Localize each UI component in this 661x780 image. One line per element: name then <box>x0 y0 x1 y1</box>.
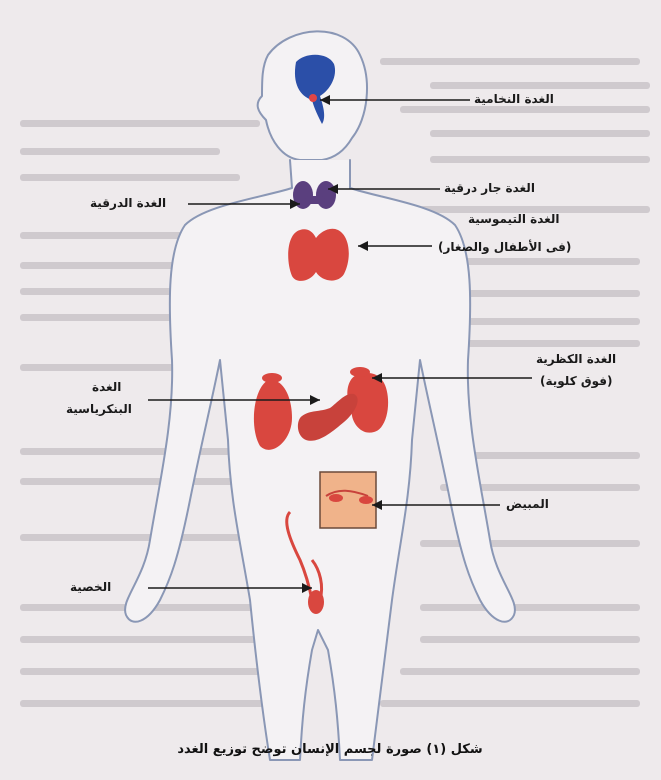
label-pancreas: الغدة <box>92 380 121 394</box>
label-ovary: المبيض <box>506 497 549 511</box>
body-outline <box>125 31 515 760</box>
label-parathyroid: الغدة جار درقية <box>444 181 535 195</box>
label-pituitary: الغدة النخامية <box>474 92 554 106</box>
figure-caption: شكل (١) صورة لجسم الإنسان توضح توزيع الغ… <box>150 742 510 757</box>
label-thyroid: الغدة الدرقية <box>90 196 166 210</box>
label-thymus-note: (فى الأطفال والصغار) <box>438 240 571 254</box>
label-testis: الخصية <box>70 580 111 594</box>
label-thymus: الغدة التيموسية <box>468 212 560 226</box>
label-adrenal: الغدة الكظرية <box>536 352 616 366</box>
label-adrenal-note: (فوق كلوية) <box>540 374 612 388</box>
label-pancreas-name: البنكرياسية <box>66 402 132 416</box>
thymus-gland <box>288 229 349 281</box>
ovary-inset <box>320 472 376 528</box>
